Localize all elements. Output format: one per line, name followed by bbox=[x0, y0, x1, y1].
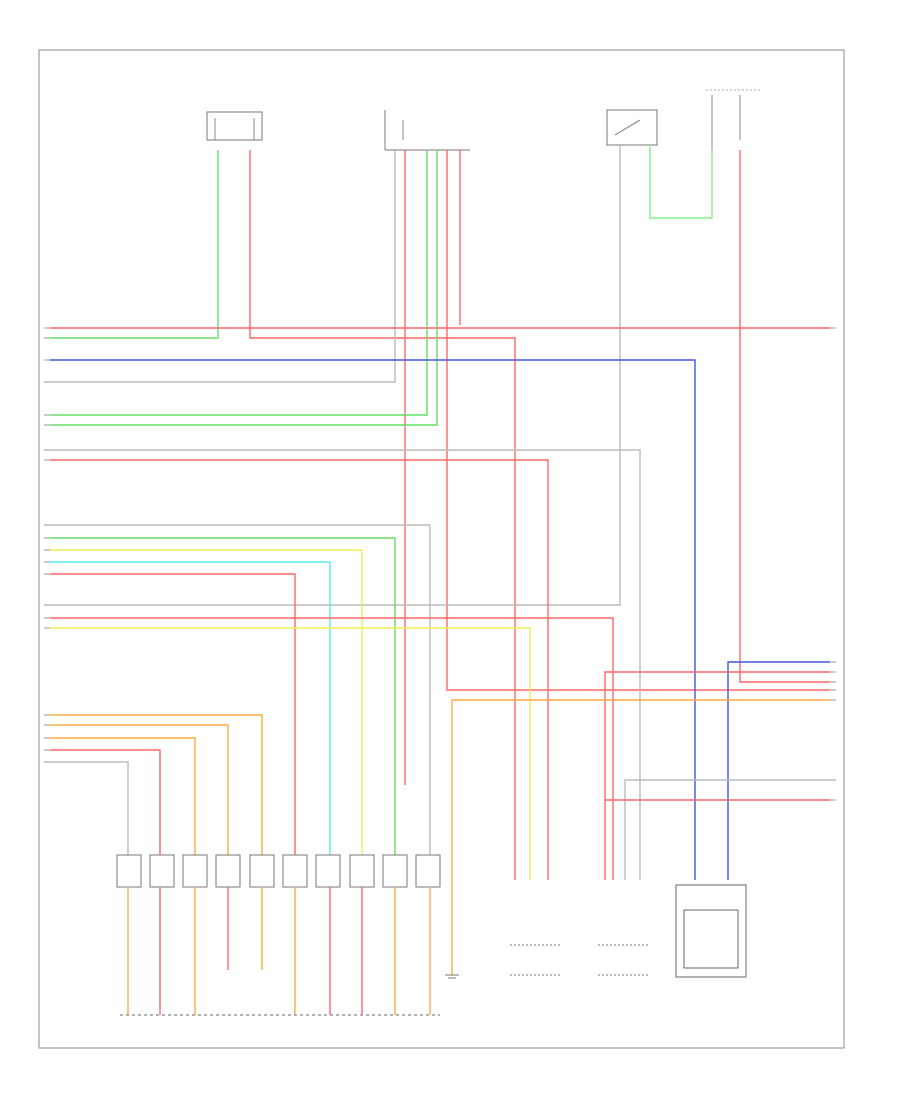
top-left-connector bbox=[206, 111, 263, 141]
right-pin-ticks bbox=[830, 327, 836, 801]
top-center-connector bbox=[384, 110, 470, 151]
horizontal-wires bbox=[50, 327, 830, 975]
top-far-right-component bbox=[706, 89, 760, 150]
sensor-connector-1 bbox=[510, 944, 560, 976]
left-pin-ticks bbox=[44, 327, 50, 763]
vertical-wires-top bbox=[50, 145, 830, 880]
ground-symbol bbox=[445, 974, 459, 979]
diagram-frame bbox=[38, 49, 845, 1049]
lower-left-wires bbox=[50, 714, 263, 855]
sensor-connector-2 bbox=[598, 944, 648, 976]
bottom-wires bbox=[120, 887, 440, 1016]
component-row bbox=[116, 854, 441, 888]
top-right-switch bbox=[606, 109, 658, 146]
sensor-box bbox=[675, 884, 747, 978]
